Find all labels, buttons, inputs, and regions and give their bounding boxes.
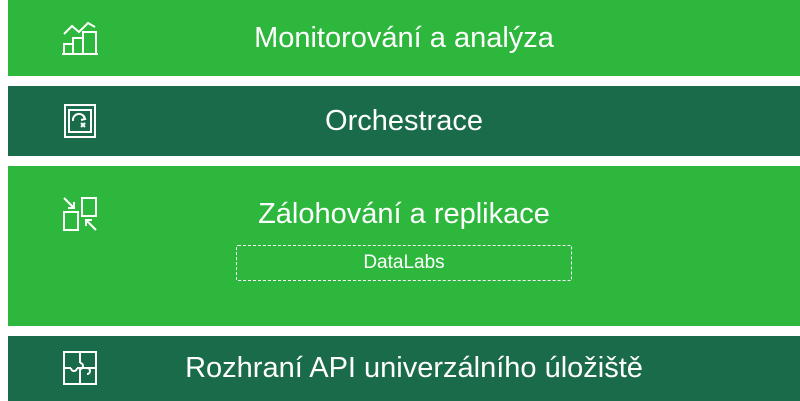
layer-storage-api: Rozhraní API univerzálního úložiště [8, 336, 800, 401]
datalabs-box: DataLabs [236, 245, 572, 281]
layer-label: Monitorování a analýza [254, 21, 554, 54]
orchestration-window-icon [60, 101, 100, 141]
layer-orchestration: Orchestrace [8, 86, 800, 156]
chart-buildings-icon [60, 18, 100, 58]
datalabs-label: DataLabs [363, 252, 445, 273]
replication-arrows-icon [60, 194, 100, 234]
puzzle-icon [60, 348, 100, 388]
layer-label: Orchestrace [325, 104, 483, 137]
layer-label: Zálohování a replikace [258, 198, 550, 230]
layer-label: Rozhraní API univerzálního úložiště [185, 352, 643, 384]
layer-backup-replication: Zálohování a replikace DataLabs [8, 166, 800, 326]
layer-monitoring: Monitorování a analýza [8, 0, 800, 76]
